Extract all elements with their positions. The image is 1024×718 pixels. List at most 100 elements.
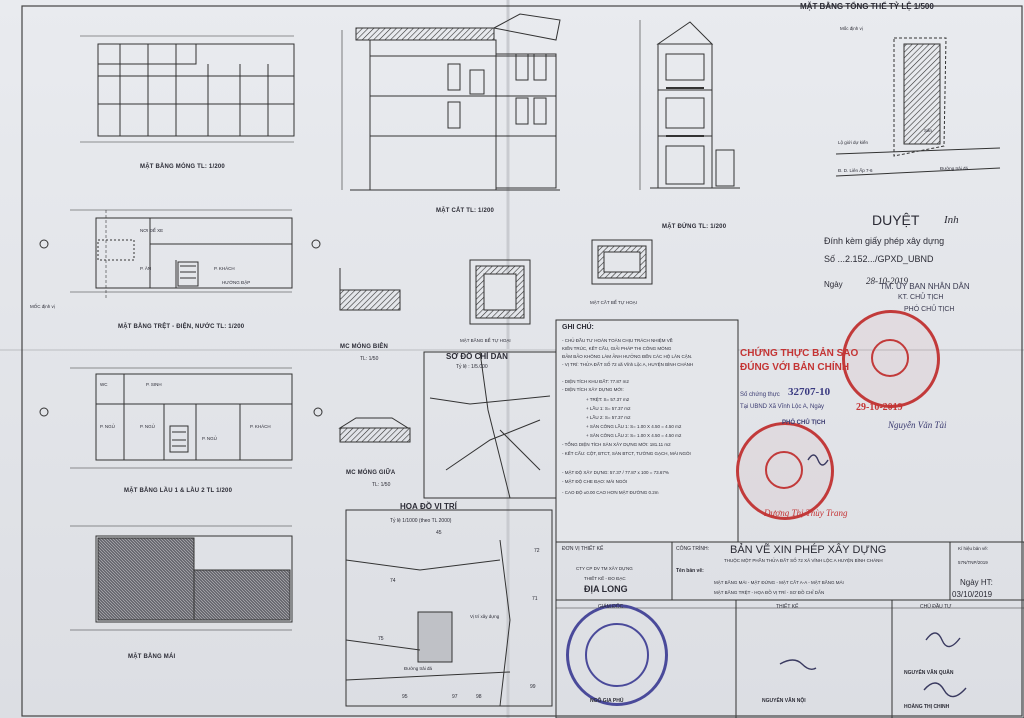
parcel-45: 45 bbox=[436, 530, 442, 536]
notes-line: - DIỆN TÍCH XÂY DỰNG MỚI: bbox=[562, 387, 624, 392]
notes-line: - VỊ TRÍ: THỬA ĐẤT SỐ 72 xã Vĩnh Lộc A, … bbox=[562, 362, 694, 367]
company-dept: THIẾT KẾ - ĐO ĐẠC bbox=[584, 576, 626, 581]
certify-date: 29-10-2019 bbox=[856, 402, 903, 413]
lead-name: NGUYỄN VĂN QUÂN bbox=[904, 670, 954, 676]
cadastral-scale: Tỷ lệ 1/1000 (theo TL 2000) bbox=[390, 518, 452, 524]
location-map-title: SƠ ĐỒ CHỈ DẪN bbox=[446, 352, 508, 361]
drawing-contents-1: MẶT BẰNG MÁI - MẶT ĐỨNG - MẶT CẮT A-A - … bbox=[714, 580, 844, 585]
foundation-plan bbox=[80, 35, 295, 143]
signature-icon bbox=[925, 632, 961, 648]
caption-roof-plan: MẶT BẰNG MÁI bbox=[128, 654, 176, 660]
room-bed3: P. NGỦ bbox=[202, 436, 217, 441]
notes-line: + SÂN CÔNG LẦU 1: S= 1.00 X 4.50 = 4.50 … bbox=[586, 424, 682, 429]
drawing-name-label: Tên bản vẽ: bbox=[676, 568, 704, 574]
director-name: NGÔ GIA PHÚ bbox=[590, 698, 624, 704]
project-label: CÔNG TRÌNH: bbox=[676, 546, 709, 552]
caption-manhole: MẶT BẰNG BỂ TỰ HOẠI bbox=[460, 338, 511, 343]
caption-tank: MẶT CẮT BỂ TỰ HOẠI bbox=[590, 300, 637, 305]
caption-section: MẶT CẮT TL: 1/200 bbox=[436, 208, 495, 214]
project-address: THUỘC MỘT PHẦN THỬA ĐẤT SỐ 72 XÃ VĨNH LỘ… bbox=[724, 558, 883, 563]
caption-upper-floor: MẶT BẰNG LẦU 1 & LẦU 2 TL 1/200 bbox=[124, 488, 233, 494]
room-bed2: P. NGỦ bbox=[140, 424, 155, 429]
notes-line: + LẦU 1: S= 57.37 m2 bbox=[586, 406, 631, 411]
site-plan-parcel: Đ. D. Liên Ấp 7-6 bbox=[838, 168, 873, 173]
caption-elevation: MẶT ĐỨNG TL: 1/200 bbox=[662, 224, 727, 230]
approval-role-2: PHÓ CHỦ TỊCH bbox=[904, 306, 955, 313]
caption-edge-footing-scale: TL: 1/50 bbox=[360, 356, 379, 362]
notes-line: ĐẢM BẢO KHÔNG LÀM ẢNH HƯỞNG ĐẾN CÁC HỘ L… bbox=[562, 354, 693, 359]
company-name: CTY CP DV TM XÂY DỰNG bbox=[576, 566, 633, 571]
director-label: GIÁM ĐỐC bbox=[598, 604, 624, 610]
parcel-95: 95 bbox=[402, 694, 408, 700]
designer-label: THIẾT KẾ bbox=[776, 604, 799, 610]
room-living: P. KHÁCH bbox=[214, 266, 235, 271]
certify-role: PHÓ CHỦ TỊCH bbox=[782, 420, 826, 426]
certify-signer: Nguyễn Văn Tài bbox=[888, 420, 947, 430]
cadastral-road: Đường trải đá bbox=[404, 666, 432, 671]
caption-mid-footing-scale: TL: 1/50 bbox=[372, 482, 391, 488]
room-study: P. SINH bbox=[146, 382, 162, 387]
notes-line: KIẾN TRÚC, KẾT CẤU, GIẢI PHÁP THI CÔNG M… bbox=[562, 346, 672, 351]
official-seal-icon bbox=[736, 422, 834, 520]
room-kitchen: NƠI ĐỂ XE bbox=[140, 228, 164, 233]
signature-icon bbox=[807, 454, 829, 466]
site-plan-marker: Mốc định vị bbox=[840, 26, 863, 31]
certify-line-2: ĐÚNG VỚI BẢN CHÍNH bbox=[740, 362, 850, 373]
ground-floor-plan bbox=[39, 209, 321, 300]
project-title: BẢN VẼ XIN PHÉP XÂY DỰNG bbox=[730, 544, 887, 556]
certify-number: 32707-10 bbox=[788, 386, 831, 398]
signature-icon bbox=[779, 659, 817, 671]
notes-line: - MẬT ĐỘ CHE ĐẠO: MÁI NGÓI bbox=[562, 479, 628, 484]
approval-date: 28-10-2019 bbox=[866, 276, 908, 286]
notes-heading: GHI CHÚ: bbox=[562, 324, 594, 331]
symbol-value: 57N/TNP/2019 bbox=[958, 560, 988, 565]
checker-name: HOÀNG THỊ CHINH bbox=[904, 704, 950, 710]
parcel-97: 97 bbox=[452, 694, 458, 700]
notes-line: + TRỆT: S= 57.37 m2 bbox=[586, 397, 630, 402]
symbol-label: Kí hiệu bản vẽ: bbox=[958, 546, 989, 551]
room-dining: P. ĂN bbox=[140, 266, 152, 271]
notes-line: - KẾT CẤU: CỘT, BTCT, SÀN BTCT, TƯỜNG GẠ… bbox=[562, 451, 691, 456]
cadastral-map bbox=[345, 509, 553, 707]
room-wc: WC bbox=[100, 382, 108, 387]
notes-line: + LẦU 2: S= 57.37 m2 bbox=[586, 415, 631, 420]
caption-foundation-plan: MẶT BẰNG MÓNG TL: 1/200 bbox=[140, 164, 225, 170]
parcel-99: 99 bbox=[530, 684, 536, 690]
certify-label: Số chứng thực bbox=[740, 392, 780, 398]
drawing-contents-2: MẶT BẰNG TRỆT - HỌA ĐỒ VỊ TRÍ - SƠ ĐỒ CH… bbox=[714, 590, 825, 595]
approval-initials: Inh bbox=[944, 214, 959, 226]
elevation-drawing bbox=[639, 20, 740, 190]
caption-edge-footing: MC MÓNG BIÊN bbox=[340, 344, 389, 350]
date-label: Ngày HT: bbox=[960, 578, 993, 587]
approval-date-label: Ngày bbox=[824, 280, 843, 289]
section-drawing bbox=[341, 13, 561, 191]
upper-floor-plan bbox=[39, 367, 323, 469]
notes-line: - MẬT ĐỘ XÂY DỰNG: 57.37 / 77.87 x 100 =… bbox=[562, 470, 669, 475]
roof-plan bbox=[70, 525, 293, 631]
site-plan-title: MẶT BẰNG TỔNG THỂ TỶ LỆ 1/500 bbox=[800, 2, 934, 11]
site-plan bbox=[835, 37, 1001, 177]
parcel-71: 71 bbox=[532, 596, 538, 602]
notes-list: - CHỦ ĐẦU TƯ HOÀN TOÀN CHỊU TRÁCH NHIỆM … bbox=[562, 338, 734, 495]
notes-line: - CHỦ ĐẦU TƯ HOÀN TOÀN CHỊU TRÁCH NHIỆM … bbox=[562, 338, 673, 343]
company-short: ĐỊA LONG bbox=[584, 584, 628, 594]
designer-unit-label: ĐƠN VỊ THIẾT KẾ bbox=[562, 546, 604, 552]
room-bed1: P. NGỦ bbox=[100, 424, 115, 429]
caption-ground-floor: MẶT BẰNG TRỆT - ĐIỆN, NƯỚC TL: 1/200 bbox=[118, 324, 245, 330]
notes-line: - TỔNG DIỆN TÍCH SÀN XÂY DỰNG MỚI: 181.1… bbox=[562, 442, 671, 447]
site-location-label: Vị trí xây dựng bbox=[470, 614, 500, 619]
notes-line: - DIỆN TÍCH KHU ĐẤT: 77.87 m2 bbox=[562, 379, 629, 384]
certify-line-1: CHỨNG THỰC BẢN SAO bbox=[740, 348, 859, 359]
room-garage: HƯỚNG ĐẬP bbox=[222, 280, 251, 285]
approval-role-1: KT. CHỦ TỊCH bbox=[898, 294, 944, 301]
approval-attached: Đính kèm giấy phép xây dựng bbox=[824, 236, 945, 246]
certify-officer: Dương Thị Thùy Trang bbox=[764, 508, 848, 518]
caption-mid-footing: MC MÓNG GIỮA bbox=[346, 470, 396, 476]
caption-marker: MỐC định vị bbox=[30, 304, 55, 309]
approval-title: DUYỆT bbox=[872, 212, 920, 228]
date-value: 03/10/2019 bbox=[952, 590, 993, 599]
designer-name: NGUYỄN VĂN NỘI bbox=[762, 698, 806, 704]
company-seal-icon bbox=[566, 604, 668, 706]
